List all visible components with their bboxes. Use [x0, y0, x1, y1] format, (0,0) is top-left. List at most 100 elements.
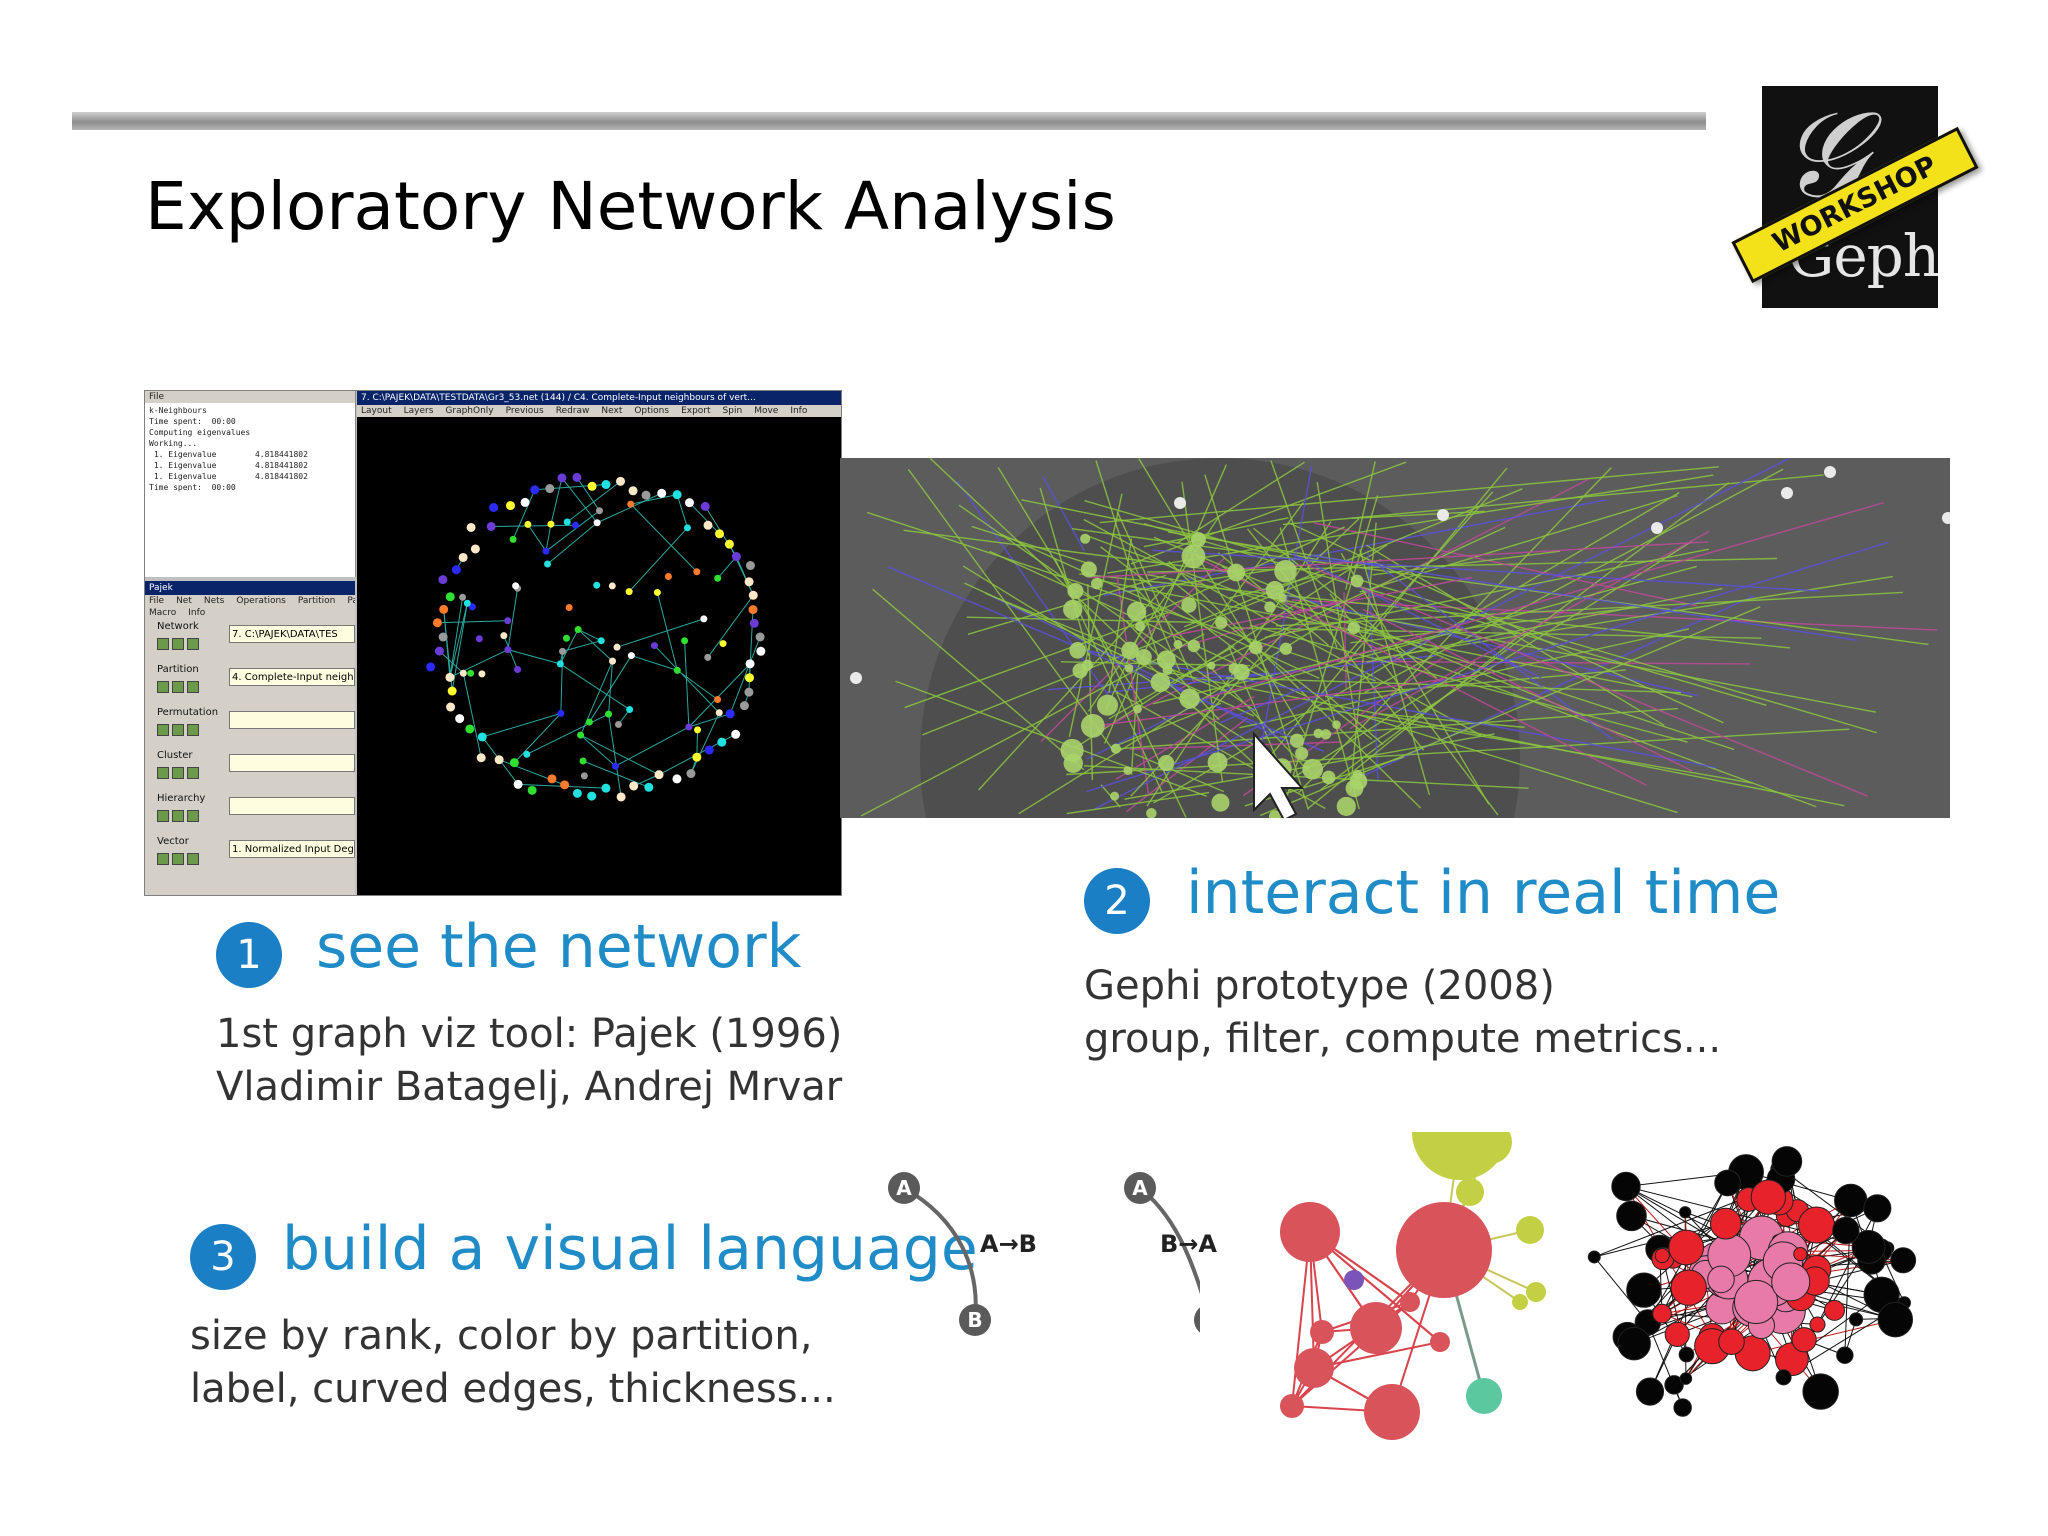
edit-icon[interactable]	[187, 853, 199, 865]
draw-menu-item-9[interactable]: Move	[754, 406, 779, 416]
pajek-edge	[550, 477, 563, 525]
viz-node-dark	[1635, 1377, 1665, 1406]
edit-icon[interactable]	[187, 638, 199, 650]
pajek-menu-item-3[interactable]: Operations	[236, 596, 286, 606]
save-icon[interactable]	[172, 853, 184, 865]
gephi-node	[1133, 704, 1142, 714]
pajek-edge	[545, 510, 600, 552]
open-icon[interactable]	[157, 853, 169, 865]
viz-node-dark	[1775, 1369, 1792, 1386]
save-icon[interactable]	[172, 810, 184, 822]
save-icon[interactable]	[172, 767, 184, 779]
draw-menu-item-8[interactable]: Spin	[722, 406, 743, 416]
open-icon[interactable]	[157, 810, 169, 822]
pajek-node	[626, 706, 634, 714]
edit-icon[interactable]	[187, 810, 199, 822]
draw-menu-item-5[interactable]: Next	[601, 406, 623, 416]
pajek-node	[560, 780, 570, 790]
draw-menu-item-0[interactable]: Layout	[361, 406, 392, 416]
draw-menu-item-3[interactable]: Previous	[505, 406, 544, 416]
edit-icon[interactable]	[187, 681, 199, 693]
viz-node-teal	[1466, 1378, 1502, 1414]
pajek-menu-item-2[interactable]: Nets	[203, 596, 225, 606]
gephi-edge	[1339, 491, 1494, 664]
pajek-field-select[interactable]: 4. Complete-Input neighb	[229, 668, 355, 686]
open-icon[interactable]	[157, 638, 169, 650]
edit-icon[interactable]	[187, 724, 199, 736]
gephi-edge	[1168, 577, 1373, 740]
draw-window-menubar: Layout Layers GraphOnly Previous Redraw Next O…	[357, 405, 841, 417]
viz-node-dark	[1616, 1200, 1647, 1232]
pajek-edge	[615, 726, 690, 767]
pajek-node	[439, 604, 449, 614]
pajek-edge	[616, 618, 704, 648]
draw-menu-item-4[interactable]: Redraw	[555, 406, 590, 416]
gephi-edge	[1343, 592, 1347, 689]
gephi-edge	[985, 592, 1228, 693]
viz-node-purple	[1344, 1270, 1364, 1290]
open-icon[interactable]	[157, 724, 169, 736]
pajek-node	[477, 732, 487, 742]
draw-menu-item-6[interactable]: Options	[634, 406, 670, 416]
pajek-menu-item-1[interactable]: Net	[176, 596, 192, 606]
gephi-node	[1187, 639, 1201, 653]
open-icon[interactable]	[157, 681, 169, 693]
gephi-edge	[1282, 474, 1824, 526]
gephi-edge	[922, 575, 1322, 736]
save-icon[interactable]	[172, 681, 184, 693]
draw-menu-item-7[interactable]: Export	[681, 406, 711, 416]
pajek-field-label: Network	[157, 621, 199, 632]
pajek-field-select[interactable]	[229, 754, 355, 772]
pajek-field-select[interactable]: 1. Normalized Input Deg	[229, 840, 355, 858]
viz-node-dark	[1626, 1272, 1662, 1308]
gephi-node	[1313, 728, 1324, 739]
pajek-edge	[580, 660, 613, 736]
pajek-node	[545, 484, 555, 494]
section-1-number-badge: 1	[216, 922, 282, 988]
gephi-edge	[895, 680, 1207, 797]
viz-node-dark	[1802, 1373, 1839, 1410]
gephi-node	[1110, 743, 1121, 754]
save-icon[interactable]	[172, 638, 184, 650]
pajek-menu-item-4[interactable]: Partition	[297, 596, 336, 606]
visual-language-drawing	[1270, 1132, 1950, 1440]
slide-title: Exploratory Network Analysis	[145, 168, 1116, 245]
pajek-node	[579, 757, 587, 765]
viz-node-dark	[1587, 1250, 1601, 1264]
pajek-field-select[interactable]	[229, 797, 355, 815]
pajek-menu-item-0[interactable]: File	[149, 596, 165, 606]
pajek-node	[562, 634, 570, 642]
pajek-node	[686, 769, 696, 779]
pajek-edge	[696, 729, 699, 758]
pajek-menu2-item-0[interactable]: Macro	[149, 608, 177, 618]
pajek-node	[565, 604, 573, 612]
pajek-node	[504, 646, 512, 654]
gephi-edge	[1095, 460, 1160, 660]
pajek-edge	[690, 712, 720, 774]
pajek-menu-item-5[interactable]: Parti	[347, 596, 355, 606]
pajek-menu2-item-1[interactable]: Info	[188, 608, 206, 618]
pajek-main-titlebar: Pajek	[145, 581, 355, 595]
gephi-node	[1268, 810, 1282, 818]
draw-menu-item-1[interactable]: Layers	[403, 406, 434, 416]
save-icon[interactable]	[172, 724, 184, 736]
gephi-node	[1352, 769, 1363, 781]
viz-node-red	[1396, 1202, 1492, 1298]
draw-menu-item-10[interactable]: Info	[790, 406, 808, 416]
pajek-field-select[interactable]: 7. C:\PAJEK\DATA\TES	[229, 625, 355, 643]
pajek-edge	[449, 649, 509, 678]
section-1-line-2: Vladimir Batagelj, Andrej Mrvar	[216, 1064, 843, 1110]
viz-node-dark	[1664, 1375, 1684, 1395]
console-menu-file[interactable]: File	[149, 392, 165, 402]
gephi-node	[1248, 640, 1263, 655]
gephi-edge	[1108, 645, 1235, 720]
gephi-edge	[1220, 684, 1308, 724]
draw-menu-item-2[interactable]: GraphOnly	[445, 406, 494, 416]
viz-node-red	[1430, 1332, 1450, 1352]
edit-icon[interactable]	[187, 767, 199, 779]
pajek-node	[478, 670, 486, 678]
open-icon[interactable]	[157, 767, 169, 779]
pajek-node	[717, 737, 727, 747]
pajek-field-select[interactable]	[229, 711, 355, 729]
gephi-edge	[1366, 587, 1723, 663]
